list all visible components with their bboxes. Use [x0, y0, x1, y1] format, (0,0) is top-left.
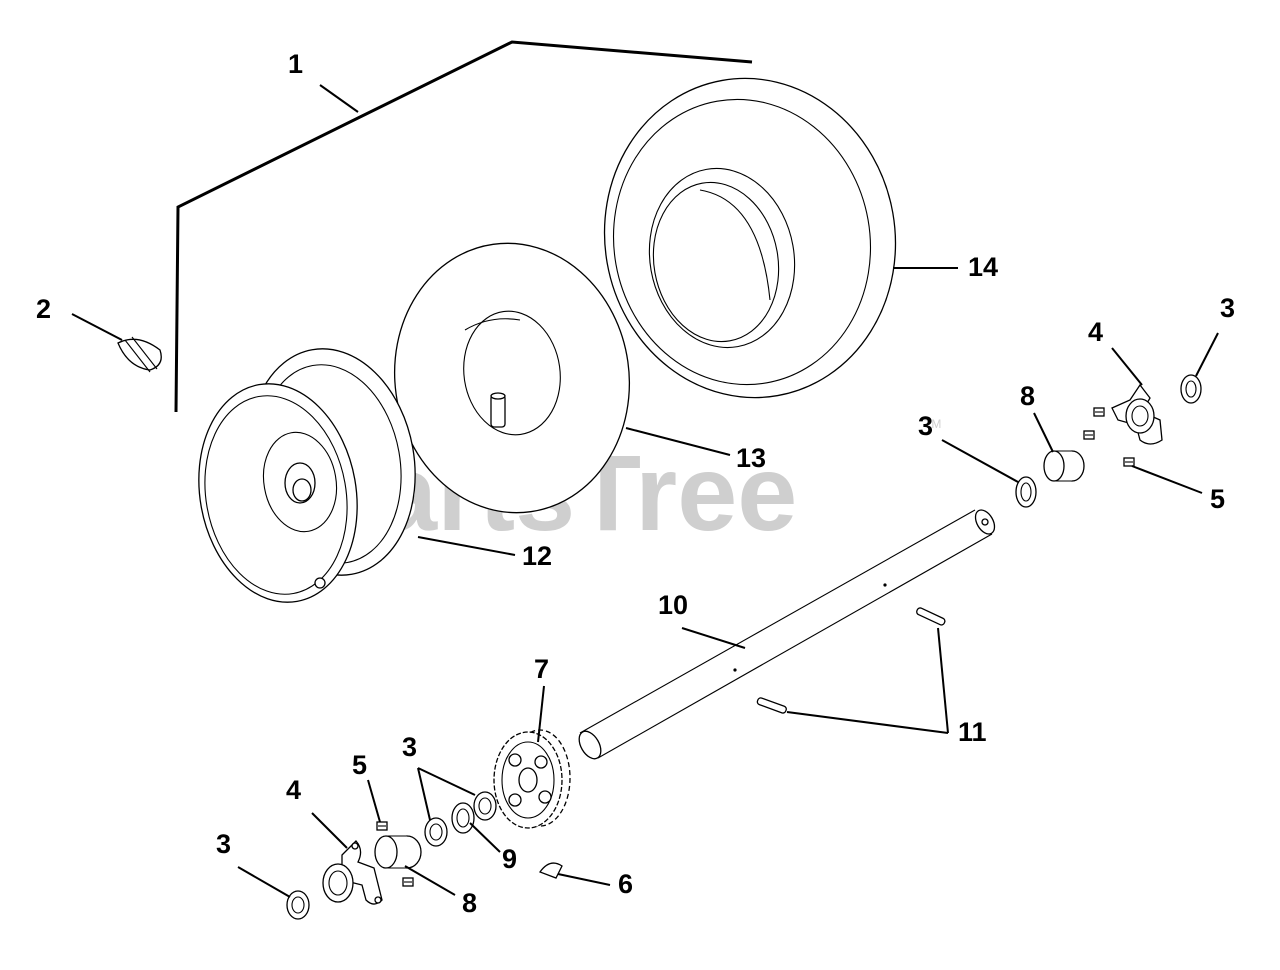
right-bushing-part[interactable]	[1043, 450, 1085, 482]
callout-3-left[interactable]: 3	[216, 829, 231, 859]
callout-14[interactable]: 14	[968, 252, 998, 282]
leader-3-mid	[941, 439, 1019, 483]
leader-3-left	[237, 866, 291, 898]
callout-8-left[interactable]: 8	[462, 888, 477, 918]
callout-13[interactable]: 13	[736, 443, 766, 473]
right-mid-washer-part[interactable]	[1015, 476, 1037, 508]
callout-9[interactable]: 9	[502, 844, 517, 874]
callout-12[interactable]: 12	[522, 541, 552, 571]
left-washer-part[interactable]	[286, 890, 310, 920]
left-set-screws-parts[interactable]	[376, 821, 414, 887]
leader-7	[537, 685, 545, 743]
leader-9	[469, 822, 501, 853]
callout-7[interactable]: 7	[534, 654, 549, 684]
leader-6	[557, 873, 611, 886]
right-washer-part[interactable]	[1180, 374, 1202, 404]
callout-11[interactable]: 11	[958, 717, 987, 747]
leader-4-left	[311, 812, 348, 849]
tire-part[interactable]	[579, 55, 920, 420]
woodruff-key-part[interactable]	[538, 862, 563, 879]
leader-3-gear	[417, 767, 476, 821]
leader-13	[625, 427, 731, 456]
leader-4-right	[1111, 347, 1143, 386]
leader-11	[786, 627, 949, 734]
callout-2[interactable]: 2	[36, 294, 51, 324]
leader-3-right	[1195, 332, 1219, 377]
inner-tube-part[interactable]	[377, 228, 646, 528]
hairpin-clip-part[interactable]	[117, 336, 162, 373]
gear-washers-parts[interactable]	[424, 791, 497, 847]
leader-8-left	[404, 865, 456, 896]
right-set-screws-parts[interactable]	[1083, 407, 1135, 467]
callout-3-gear[interactable]: 3	[402, 732, 417, 762]
left-flange-bearing-part[interactable]	[322, 840, 383, 905]
leader-8-right	[1033, 412, 1054, 453]
callout-3-mid[interactable]: 3	[918, 411, 933, 441]
callout-4-left[interactable]: 4	[286, 775, 301, 805]
leader-10	[681, 627, 746, 649]
roll-pin-parts[interactable]	[756, 607, 946, 714]
left-bushing-part[interactable]	[374, 835, 422, 869]
callout-5-right[interactable]: 5	[1210, 484, 1225, 514]
right-flange-bearing-part[interactable]	[1111, 383, 1163, 445]
callout-4-right[interactable]: 4	[1088, 317, 1103, 347]
callout-10[interactable]: 10	[658, 590, 688, 620]
callout-8-right[interactable]: 8	[1020, 381, 1035, 411]
watermark-trademark: TM	[924, 417, 941, 431]
leader-2	[71, 313, 123, 341]
wheel-rim-part[interactable]	[182, 335, 432, 614]
callout-3-right[interactable]: 3	[1220, 293, 1235, 323]
leader-5-left	[367, 779, 381, 823]
leader-12	[417, 536, 516, 556]
assembly-bracket-1	[174, 40, 753, 413]
axle-shaft-part[interactable]	[575, 507, 999, 763]
callout-5-left[interactable]: 5	[352, 750, 367, 780]
callout-1[interactable]: 1	[288, 49, 303, 79]
leader-5-right	[1131, 465, 1203, 494]
bearing-ring-part[interactable]	[451, 802, 475, 834]
gear-part[interactable]	[493, 729, 571, 829]
callout-6[interactable]: 6	[618, 869, 633, 899]
